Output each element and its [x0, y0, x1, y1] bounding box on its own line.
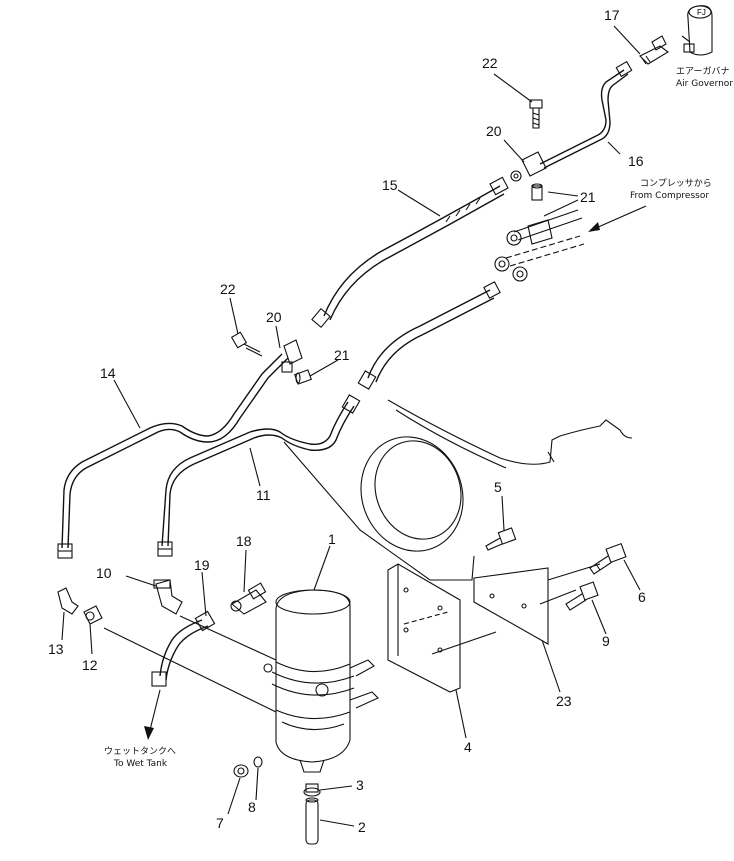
part-label-22-upper: 22 [482, 55, 498, 71]
nut-7 [233, 764, 249, 778]
plug-3 [303, 783, 321, 797]
part-label-3: 3 [356, 777, 364, 793]
air-governor-note-en: Air Governor [676, 79, 733, 89]
part-label-16: 16 [628, 153, 644, 169]
frame-outline [283, 399, 633, 581]
tube-19 [151, 610, 216, 687]
tube-11 [157, 394, 361, 557]
bolt-5 [485, 527, 517, 551]
from-compressor-note-jp: コンプレッサから [640, 178, 712, 189]
bracket-4 [387, 563, 461, 693]
bolt-22-lower [230, 331, 263, 357]
part-label-20-lower: 20 [266, 309, 282, 325]
to-wet-tank-note-en: To Wet Tank [113, 759, 168, 769]
collar-21-upper [531, 183, 543, 201]
to-wet-tank-note-jp: ウェットタンクへ [104, 746, 176, 757]
leader-lines [61, 25, 641, 827]
part-label-13: 13 [48, 641, 64, 657]
elbow-13 [57, 587, 79, 615]
air-governor-note-jp: エアーガバナ [676, 66, 729, 77]
svg-text:FJ: FJ [697, 8, 706, 17]
connector-12 [83, 605, 103, 625]
elbow-18 [230, 582, 267, 615]
part-label-4: 4 [464, 739, 472, 755]
part-label-22-lower: 22 [220, 281, 236, 297]
collar-21-lower [294, 369, 312, 385]
part-label-7: 7 [216, 815, 224, 831]
from-compressor-note-en: From Compressor [630, 191, 709, 201]
tube-14 [57, 353, 289, 559]
bolt-6 [589, 542, 627, 575]
part-number-labels: 17 22 20 16 15 21 22 20 21 14 11 5 1 18 … [48, 7, 646, 835]
part-label-9: 9 [602, 633, 610, 649]
part-label-1: 1 [328, 531, 336, 547]
part-label-8: 8 [248, 799, 256, 815]
elbow-10 [153, 579, 183, 615]
part-label-17: 17 [604, 7, 620, 23]
from-compressor-arrow [588, 205, 647, 232]
part-label-6: 6 [638, 589, 646, 605]
elbow-fitting-17 [639, 35, 669, 65]
part-label-21-lower: 21 [334, 347, 350, 363]
part-label-11: 11 [256, 487, 271, 503]
clip-20-lower [281, 339, 303, 373]
tube-compressor-down [357, 281, 501, 390]
part-label-14: 14 [100, 365, 116, 381]
clip-20-upper [510, 151, 547, 182]
to-wet-tank-arrow [144, 689, 161, 740]
tube-2 [305, 797, 319, 845]
bolt-22-upper [529, 99, 543, 129]
tube-16 [539, 60, 633, 169]
part-label-21-upper: 21 [580, 189, 596, 205]
hose-15 [311, 176, 509, 328]
part-label-12: 12 [82, 657, 98, 673]
bolt-9 [565, 581, 599, 611]
part-label-2: 2 [358, 819, 366, 835]
part-label-23: 23 [556, 693, 572, 709]
air-dryer [263, 589, 379, 773]
part-label-18: 18 [236, 533, 252, 549]
part-label-15: 15 [382, 177, 398, 193]
part-label-19: 19 [194, 557, 210, 573]
washer-8 [253, 756, 263, 768]
round-tank-outline [360, 436, 464, 552]
bracket-23 [431, 563, 601, 655]
part-label-10: 10 [96, 565, 112, 581]
notes: エアーガバナ Air Governor コンプレッサから From Compre… [104, 66, 733, 769]
part-label-20-upper: 20 [486, 123, 502, 139]
part-label-5: 5 [494, 479, 502, 495]
air-governor: FJ [681, 5, 713, 56]
compressor-line-stub [494, 209, 585, 282]
